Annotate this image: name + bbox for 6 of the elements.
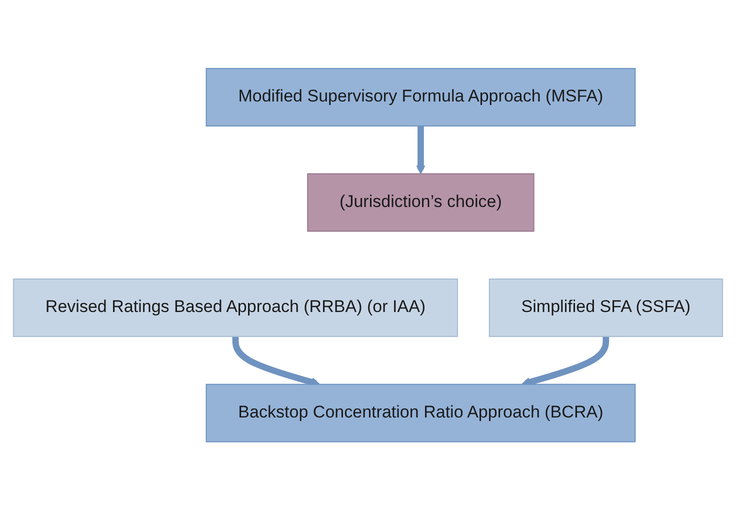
node-box: (Jurisdiction’s choice) (307, 174, 534, 232)
arrow (416, 126, 426, 175)
node-box: Backstop Concentration Ratio Approach (BCRA) (206, 384, 636, 443)
node-box: Modified Supervisory Formula Approach (MSFA) (206, 68, 636, 127)
node-box: Simplified SFA (SSFA) (488, 278, 723, 338)
node-box: Revised Ratings Based Approach (RRBA) (or IAA) (12, 278, 458, 338)
